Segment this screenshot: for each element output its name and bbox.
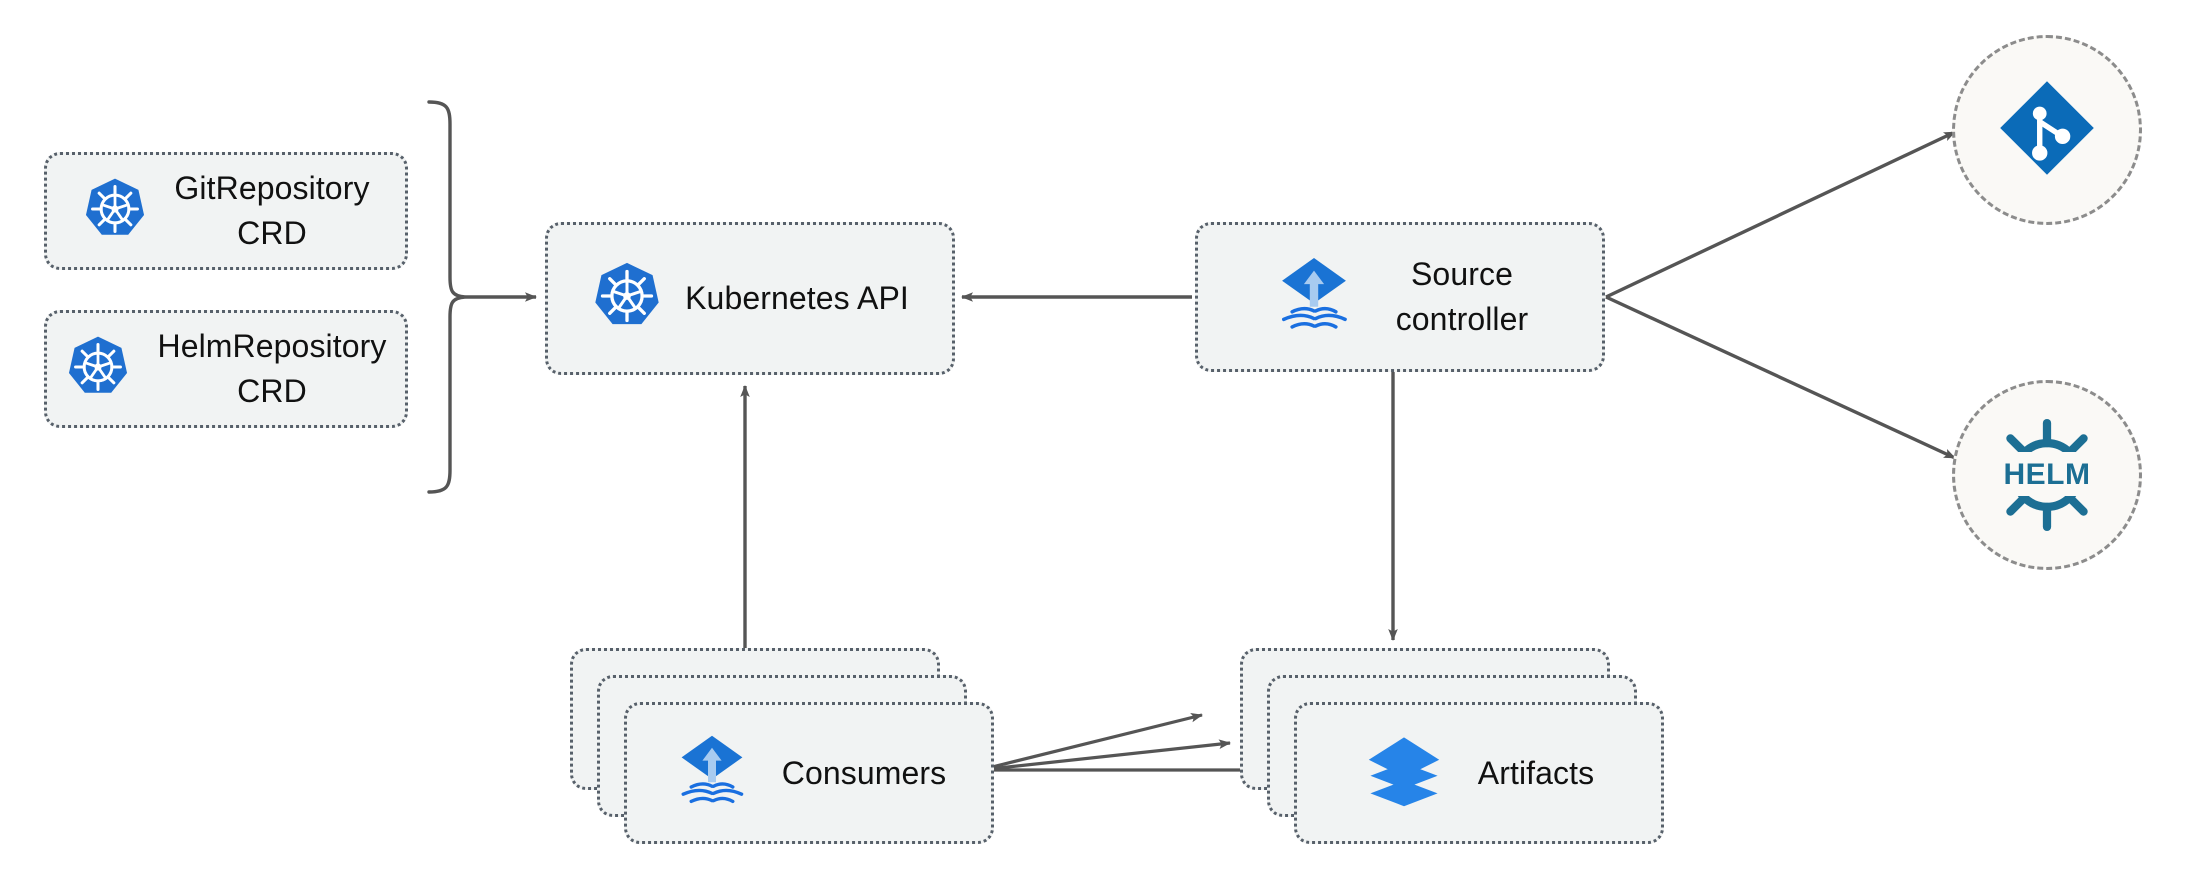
flux-icon — [672, 731, 752, 816]
git-icon — [1995, 76, 2099, 185]
node-git-repository-crd[interactable]: GitRepository CRD — [44, 152, 408, 270]
node-helm-source[interactable]: HELM — [1952, 380, 2142, 570]
edge-crds-to-kubernetes-api — [427, 100, 537, 494]
edge-source-controller-to-helm — [1605, 295, 1956, 460]
artifacts-card-front[interactable]: Artifacts — [1294, 702, 1664, 844]
helm-wordmark: HELM — [1988, 452, 2106, 496]
node-consumers[interactable]: Consumers — [570, 648, 994, 844]
node-helm-repository-crd[interactable]: HelmRepository CRD — [44, 310, 408, 428]
edge-consumers-to-artifacts — [979, 712, 1259, 775]
node-label: Source controller — [1395, 256, 1529, 337]
node-kubernetes-api[interactable]: Kubernetes API — [545, 222, 955, 375]
node-artifacts[interactable]: Artifacts — [1240, 648, 1664, 844]
kubernetes-icon — [65, 334, 131, 405]
node-label: GitRepository CRD — [174, 170, 370, 251]
node-label: Artifacts — [1477, 754, 1595, 791]
layers-icon — [1364, 731, 1444, 816]
node-source-controller[interactable]: Source controller — [1195, 222, 1605, 372]
kubernetes-icon — [82, 176, 148, 247]
flux-icon — [1272, 253, 1356, 342]
node-git-source[interactable] — [1952, 35, 2142, 225]
helm-icon: HELM — [1988, 416, 2106, 534]
consumers-card-front[interactable]: Consumers — [624, 702, 994, 844]
edge-source-controller-to-git — [1605, 130, 1956, 299]
node-label: Kubernetes API — [685, 280, 909, 316]
kubernetes-icon — [591, 260, 663, 337]
node-label: Consumers — [781, 754, 947, 791]
node-label: HelmRepository CRD — [157, 328, 387, 409]
